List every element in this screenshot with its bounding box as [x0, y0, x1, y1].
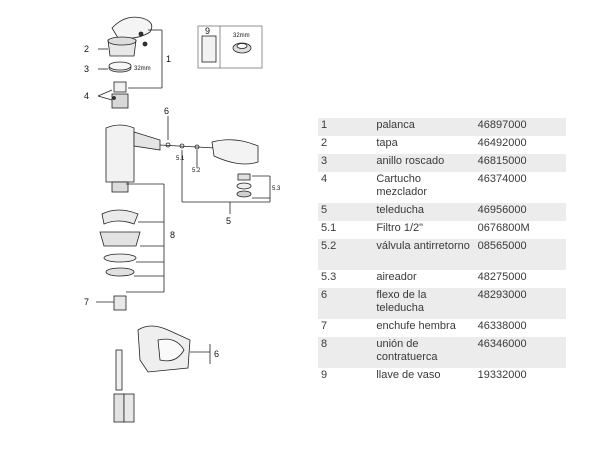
part-name: flexo de la teleducha	[376, 289, 427, 314]
part-code: 46346000	[477, 338, 527, 350]
callout-6-top: 6	[164, 106, 169, 116]
table-row: 5 teleducha 46956000	[318, 203, 566, 221]
part-code: 48293000	[477, 289, 527, 301]
table-row: 9 llave de vaso 19332000	[318, 368, 566, 386]
table-row: 5.2 válvula antirretorno 08565000	[318, 239, 566, 270]
part-position: 5.2	[321, 240, 337, 252]
part-code: 46897000	[477, 119, 527, 131]
part-position: 5	[321, 204, 328, 216]
parts-table-body: 1 palanca 46897000 2 tapa 46492000 3 anillo ros…	[318, 118, 566, 386]
table-row: 5.1 Filtro 1/2" 0676800M	[318, 221, 566, 239]
table-row: 5.3 aireador 48275000	[318, 270, 566, 288]
callout-4: 4	[84, 91, 89, 101]
part-name: unión de contratuerca	[376, 338, 438, 363]
callout-7: 7	[84, 297, 89, 307]
part-code: 19332000	[477, 369, 527, 381]
table-row: 4 Cartucho mezclador 46374000	[318, 172, 566, 203]
part-name: Cartucho mezclador	[376, 173, 428, 198]
callout-6: 6	[214, 349, 219, 359]
part-name: enchufe hembra	[376, 320, 456, 332]
part-code: 46956000	[477, 204, 527, 216]
part-code: 46815000	[477, 155, 527, 167]
part-code: 08565000	[477, 240, 527, 252]
female-connector-drawing	[113, 295, 127, 311]
callout-1: 1	[166, 54, 171, 64]
inset-thread-label: 32mm	[233, 33, 250, 39]
part-position: 1	[321, 119, 328, 131]
thread-size-label: 32mm	[134, 66, 151, 72]
part-position: 6	[321, 289, 328, 301]
part-name: llave de vaso	[376, 369, 441, 381]
callout-2: 2	[84, 44, 89, 54]
part-position: 7	[321, 320, 328, 332]
part-code: 48275000	[477, 271, 527, 283]
cartridge-drawing	[113, 81, 127, 93]
handshower-drawing	[211, 139, 259, 165]
part-position: 5.1	[321, 222, 337, 234]
callout-5-1: 5.1	[176, 156, 185, 162]
part-code: 46374000	[477, 173, 527, 185]
table-row: 1 palanca 46897000	[318, 118, 566, 136]
part-position: 8	[321, 338, 328, 350]
part-name: aireador	[376, 271, 417, 283]
callout-3: 3	[84, 64, 89, 74]
table-row: 3 anillo roscado 46815000	[318, 154, 566, 172]
bracket-drawing	[101, 209, 139, 225]
part-name: tapa	[376, 137, 398, 149]
part-position: 5.3	[321, 271, 337, 283]
callout-5-2: 5.2	[192, 168, 201, 174]
part-name: anillo roscado	[376, 155, 445, 167]
part-position: 4	[321, 173, 328, 185]
inset-number: 9	[205, 26, 210, 36]
part-position: 3	[321, 155, 328, 167]
callout-8: 8	[170, 230, 175, 240]
part-position: 2	[321, 137, 328, 149]
callout-5: 5	[226, 216, 231, 226]
part-name: palanca	[376, 119, 415, 131]
part-name: teleducha	[376, 204, 425, 216]
table-row: 7 enchufe hembra 46338000	[318, 319, 566, 337]
part-name: Filtro 1/2"	[376, 222, 424, 234]
exploded-parts-diagram: 2 3 4 1 6 5.1 5.2 5.3 5 8 7 6 32mm 9 32m…	[84, 16, 281, 423]
faucet-body-drawing	[105, 124, 135, 183]
table-row: 6 flexo de la teleducha 48293000	[318, 288, 566, 319]
table-row: 2 tapa 46492000	[318, 136, 566, 154]
part-position: 9	[321, 369, 328, 381]
part-code: 46338000	[477, 320, 527, 332]
callout-5-3: 5.3	[272, 186, 281, 192]
part-code: 0676800M	[477, 222, 530, 234]
lever-drawing	[111, 16, 153, 39]
part-code: 46492000	[477, 137, 527, 149]
parts-table: 1 palanca 46897000 2 tapa 46492000 3 anillo ros…	[318, 118, 566, 386]
part-name: válvula antirretorno	[376, 240, 470, 252]
table-row: 8 unión de contratuerca 46346000	[318, 337, 566, 368]
